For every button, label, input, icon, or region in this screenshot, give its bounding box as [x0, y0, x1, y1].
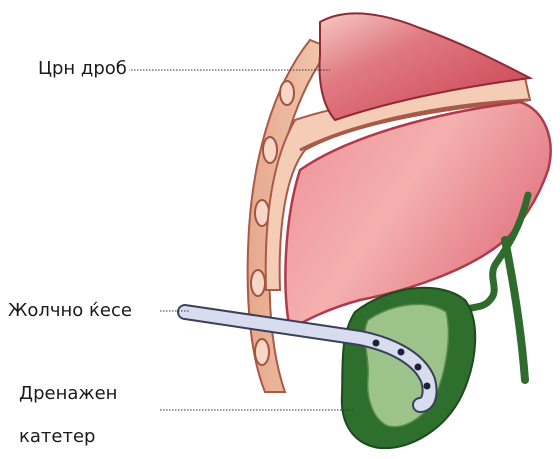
- common-bile-duct: [505, 240, 525, 380]
- catheter-label-line2: катетер: [19, 428, 97, 446]
- gallbladder-label: Жолчно ќесе: [8, 302, 134, 320]
- liver-label: Црн дроб: [38, 60, 129, 78]
- catheter-label-line1: Дренажен: [19, 385, 119, 403]
